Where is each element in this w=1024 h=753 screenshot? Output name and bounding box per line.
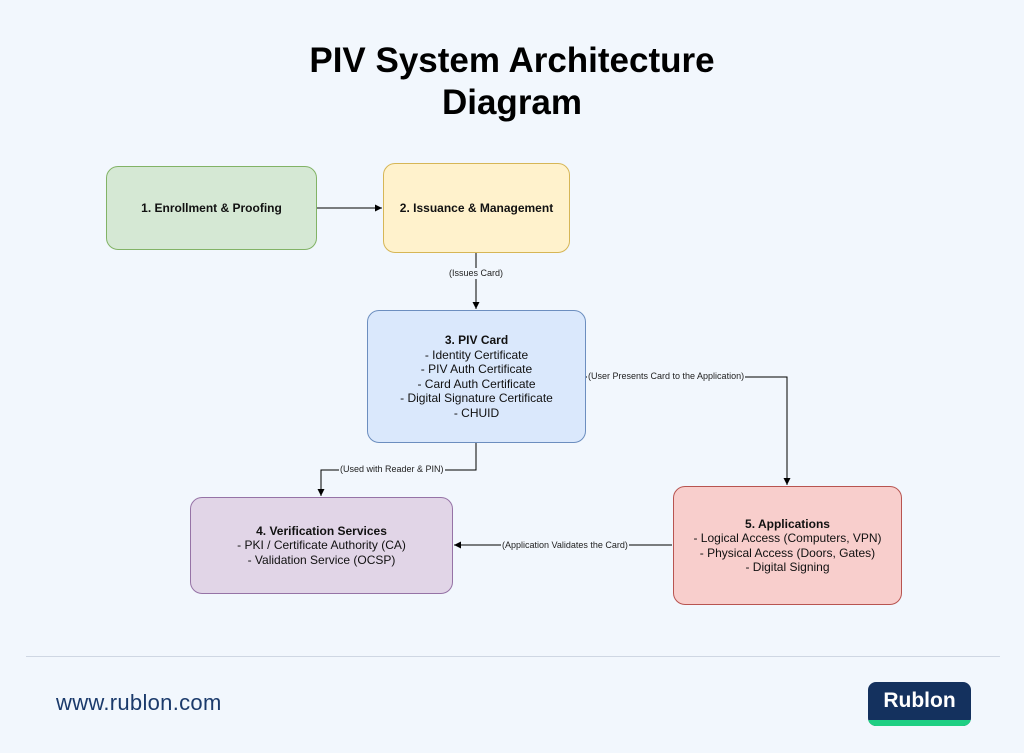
node-piv-card-line: - Identity Certificate [424, 347, 529, 362]
node-piv-card-line: - Digital Signature Certificate [400, 391, 553, 405]
node-verification: 4. Verification Services - PKI / Certifi… [190, 497, 453, 594]
node-applications-title: 5. Applications [745, 516, 830, 531]
node-issuance-title: 2. Issuance & Management [399, 200, 554, 215]
node-enrollment-title: 1. Enrollment & Proofing [141, 200, 282, 215]
edge-label-used-with-reader: (Used with Reader & PIN) [339, 464, 445, 475]
edge-label-issues-card: (Issues Card) [448, 268, 505, 279]
node-piv-card-title: 3. PIV Card [444, 333, 509, 347]
node-piv-card-line: - CHUID [453, 405, 500, 420]
node-applications: 5. Applications - Logical Access (Comput… [673, 486, 902, 605]
diagram-title: PIV System Architecture Diagram [0, 40, 1024, 124]
website-link[interactable]: www.rublon.com [56, 690, 222, 715]
diagram-title-line-2: Diagram [441, 83, 583, 122]
footer-divider [26, 656, 1000, 657]
diagram-title-line-1: PIV System Architecture [309, 41, 715, 80]
node-enrollment: 1. Enrollment & Proofing [106, 166, 317, 250]
node-verification-line: - PKI / Certificate Authority (CA) [237, 538, 406, 553]
node-applications-line: - Physical Access (Doors, Gates) [699, 545, 876, 560]
rublon-logo: Rublon [868, 682, 971, 726]
edge-label-app-validates: (Application Validates the Card) [501, 540, 629, 551]
node-verification-title: 4. Verification Services [256, 523, 387, 538]
rublon-logo-accent-bar [868, 720, 971, 726]
rublon-logo-text: Rublon [883, 689, 956, 712]
node-piv-card-line: - Card Auth Certificate [417, 376, 536, 391]
node-applications-line: - Digital Signing [745, 560, 830, 574]
node-piv-card: 3. PIV Card - Identity Certificate - PIV… [367, 310, 586, 443]
node-piv-card-line: - PIV Auth Certificate [420, 362, 533, 376]
node-issuance: 2. Issuance & Management [383, 163, 570, 253]
edge-piv-card-to-applications [586, 376, 791, 485]
edge-label-user-presents: (User Presents Card to the Application) [587, 371, 746, 382]
node-applications-line: - Logical Access (Computers, VPN) [693, 531, 882, 545]
node-verification-line: - Validation Service (OCSP) [247, 552, 396, 567]
